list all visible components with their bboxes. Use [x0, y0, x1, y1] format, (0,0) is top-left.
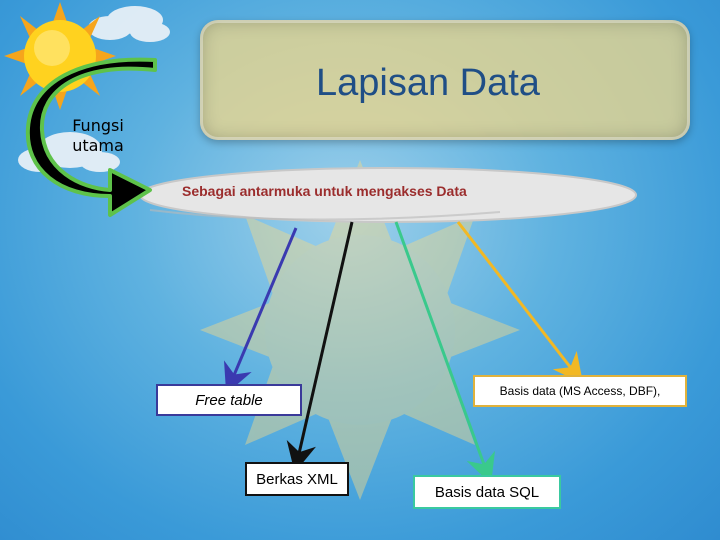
- free-table-box: Free table: [156, 384, 302, 416]
- xml-file-box: Berkas XML: [245, 462, 349, 496]
- arrow-to-db-sql: [394, 221, 495, 485]
- db-access-dbf-box: Basis data (MS Access, DBF),: [473, 375, 687, 407]
- arrow-to-free-table: [223, 227, 298, 394]
- sun-icon: [4, 2, 116, 110]
- title-box: [200, 20, 690, 140]
- arrow-to-db-access: [456, 221, 584, 384]
- db-sql-box: Basis data SQL: [413, 475, 561, 509]
- arrow-to-xml-file: [286, 221, 354, 473]
- slide-title: Lapisan Data: [316, 62, 540, 104]
- banner-label: Sebagai antarmuka untuk mengakses Data: [182, 183, 467, 199]
- main-function-label: Fungsi utama: [72, 116, 124, 155]
- curved-arrow-icon: [25, 57, 157, 217]
